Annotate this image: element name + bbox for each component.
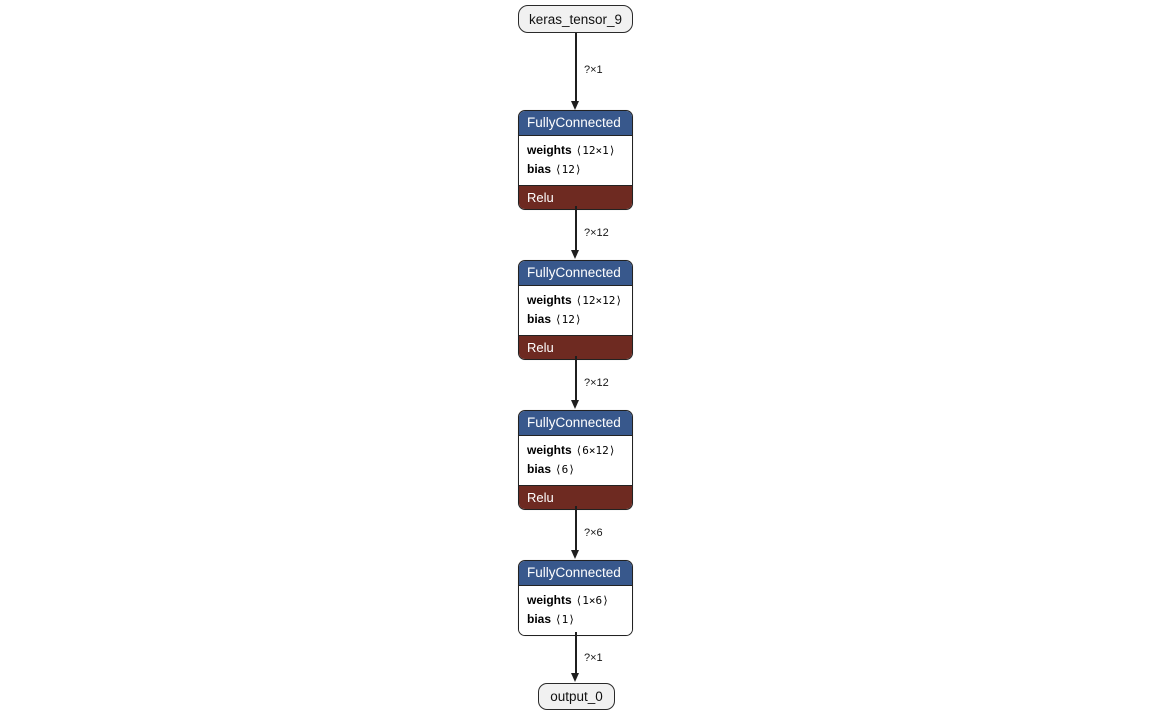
edge-shape-label: ?×12 xyxy=(584,377,609,389)
layer-type-label: FullyConnected xyxy=(527,565,621,580)
arrow-down-icon xyxy=(571,400,579,409)
arrow-down-icon xyxy=(571,101,579,110)
attribute-row: bias⟨6⟩ xyxy=(527,460,624,479)
input-tensor-node[interactable]: keras_tensor_9 xyxy=(518,5,633,33)
activation-footer: Relu xyxy=(519,335,632,359)
attribute-name: weights xyxy=(527,143,572,157)
edge-line xyxy=(575,506,577,550)
output-tensor-node[interactable]: output_0 xyxy=(538,683,615,710)
layer-type-header: FullyConnected xyxy=(519,111,632,136)
layer-type-label: FullyConnected xyxy=(527,415,621,430)
layer-type-header: FullyConnected xyxy=(519,561,632,586)
attribute-name: bias xyxy=(527,462,552,476)
attribute-value: ⟨6⟩ xyxy=(555,463,575,476)
attribute-value: ⟨12×12⟩ xyxy=(575,294,623,307)
attribute-row: weights⟨1×6⟩ xyxy=(527,591,624,610)
attribute-value: ⟨6×12⟩ xyxy=(575,444,616,457)
attribute-row: weights⟨12×12⟩ xyxy=(527,291,624,310)
edge-shape-label: ?×6 xyxy=(584,527,603,539)
attribute-row: weights⟨12×1⟩ xyxy=(527,141,624,160)
attribute-name: weights xyxy=(527,443,572,457)
attribute-name: weights xyxy=(527,293,572,307)
arrow-down-icon xyxy=(571,550,579,559)
layer-attributes: weights⟨12×1⟩ bias⟨12⟩ xyxy=(519,136,632,185)
layer-node-fullyconnected-4[interactable]: FullyConnected weights⟨1×6⟩ bias⟨1⟩ xyxy=(518,560,633,636)
attribute-value: ⟨1×6⟩ xyxy=(575,594,609,607)
edge-line xyxy=(575,356,577,400)
layer-type-header: FullyConnected xyxy=(519,411,632,436)
arrow-down-icon xyxy=(571,250,579,259)
layer-attributes: weights⟨6×12⟩ bias⟨6⟩ xyxy=(519,436,632,485)
layer-attributes: weights⟨1×6⟩ bias⟨1⟩ xyxy=(519,586,632,635)
input-tensor-label: keras_tensor_9 xyxy=(528,11,623,27)
edge-shape-label: ?×1 xyxy=(584,64,603,76)
layer-node-fullyconnected-1[interactable]: FullyConnected weights⟨12×1⟩ bias⟨12⟩ Re… xyxy=(518,110,633,210)
attribute-value: ⟨12⟩ xyxy=(555,313,582,326)
layer-type-header: FullyConnected xyxy=(519,261,632,286)
attribute-value: ⟨12×1⟩ xyxy=(575,144,616,157)
layer-node-fullyconnected-2[interactable]: FullyConnected weights⟨12×12⟩ bias⟨12⟩ R… xyxy=(518,260,633,360)
attribute-row: weights⟨6×12⟩ xyxy=(527,441,624,460)
attribute-value: ⟨12⟩ xyxy=(555,163,582,176)
edge-shape-label: ?×12 xyxy=(584,227,609,239)
edge-shape-label: ?×1 xyxy=(584,652,603,664)
attribute-name: bias xyxy=(527,312,552,326)
attribute-row: bias⟨12⟩ xyxy=(527,160,624,179)
layer-type-label: FullyConnected xyxy=(527,115,621,130)
layer-attributes: weights⟨12×12⟩ bias⟨12⟩ xyxy=(519,286,632,335)
attribute-row: bias⟨1⟩ xyxy=(527,610,624,629)
attribute-name: bias xyxy=(527,612,552,626)
activation-footer: Relu xyxy=(519,185,632,209)
layer-node-fullyconnected-3[interactable]: FullyConnected weights⟨6×12⟩ bias⟨6⟩ Rel… xyxy=(518,410,633,510)
edge-line xyxy=(575,632,577,673)
attribute-value: ⟨1⟩ xyxy=(555,613,575,626)
edge-line xyxy=(575,33,577,102)
attribute-row: bias⟨12⟩ xyxy=(527,310,624,329)
attribute-name: bias xyxy=(527,162,552,176)
activation-footer: Relu xyxy=(519,485,632,509)
layer-type-label: FullyConnected xyxy=(527,265,621,280)
attribute-name: weights xyxy=(527,593,572,607)
edge-line xyxy=(575,206,577,250)
output-tensor-label: output_0 xyxy=(550,689,603,704)
arrow-down-icon xyxy=(571,673,579,682)
